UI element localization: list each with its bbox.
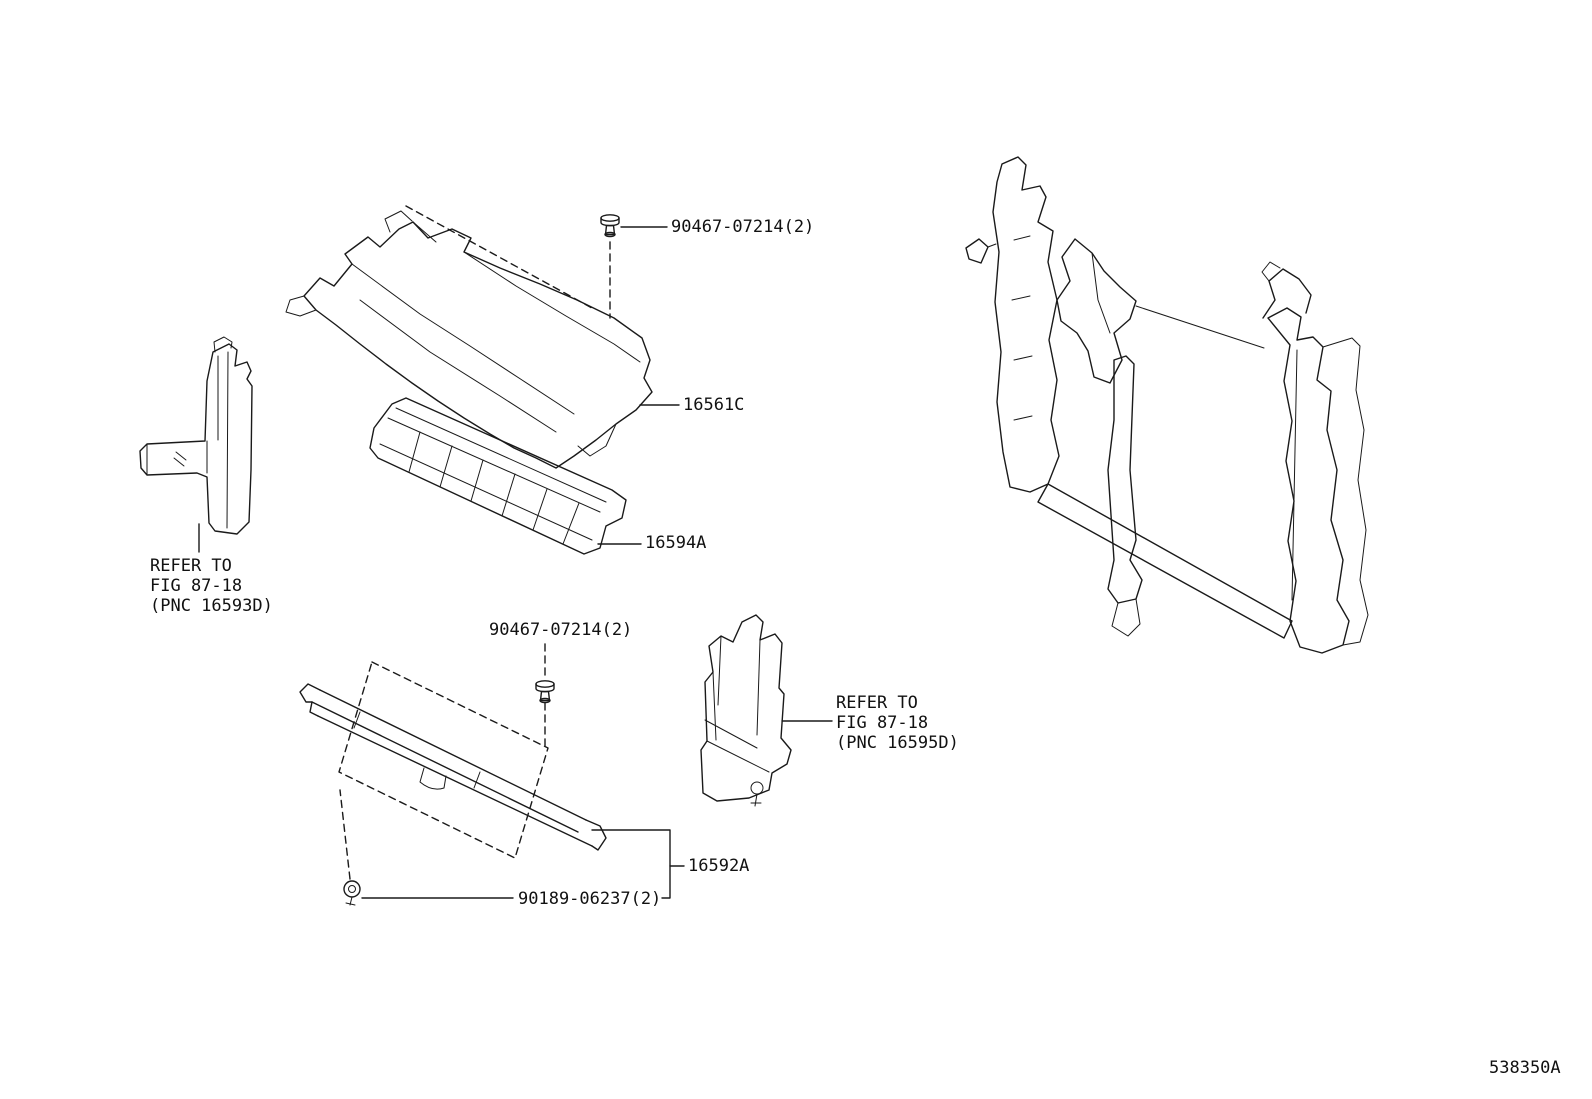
callout-16592a: 16592A — [688, 856, 750, 876]
figure-code: 538350A — [1489, 1058, 1561, 1078]
reference-note-left-line2: FIG 87-18 — [150, 576, 243, 596]
radiator-support-drawing — [965, 156, 1369, 654]
dashed-leader-lines — [338, 205, 611, 880]
bracket-16593d-drawing — [139, 336, 253, 535]
reference-note-right-line2: FIG 87-18 — [836, 713, 929, 733]
duct-16561c-drawing — [285, 210, 653, 469]
callout-clip-mid: 90467-07214(2) — [489, 620, 633, 640]
push-clip-icon — [600, 214, 620, 238]
bracket-16595d-drawing — [700, 614, 792, 807]
duct-16594a-drawing — [369, 397, 627, 555]
callout-clip-top: 90467-07214(2) — [671, 217, 815, 237]
leader-lines — [198, 226, 833, 899]
reference-note-left: REFER TO FIG 87-18 (PNC 16593D) — [150, 556, 273, 616]
push-clip-icon — [535, 680, 555, 704]
reference-note-right: REFER TO FIG 87-18 (PNC 16595D) — [836, 693, 959, 753]
callout-grommet-bottom: 90189-06237(2) — [518, 889, 662, 909]
reference-note-right-line3: (PNC 16595D) — [836, 733, 959, 753]
callout-16594a: 16594A — [645, 533, 707, 553]
rail-16592a-drawing — [299, 683, 607, 851]
grommet-clip-icon — [343, 880, 361, 906]
callout-16561c: 16561C — [683, 395, 745, 415]
reference-note-right-line1: REFER TO — [836, 693, 918, 713]
reference-note-left-line3: (PNC 16593D) — [150, 596, 273, 616]
reference-note-left-line1: REFER TO — [150, 556, 232, 576]
